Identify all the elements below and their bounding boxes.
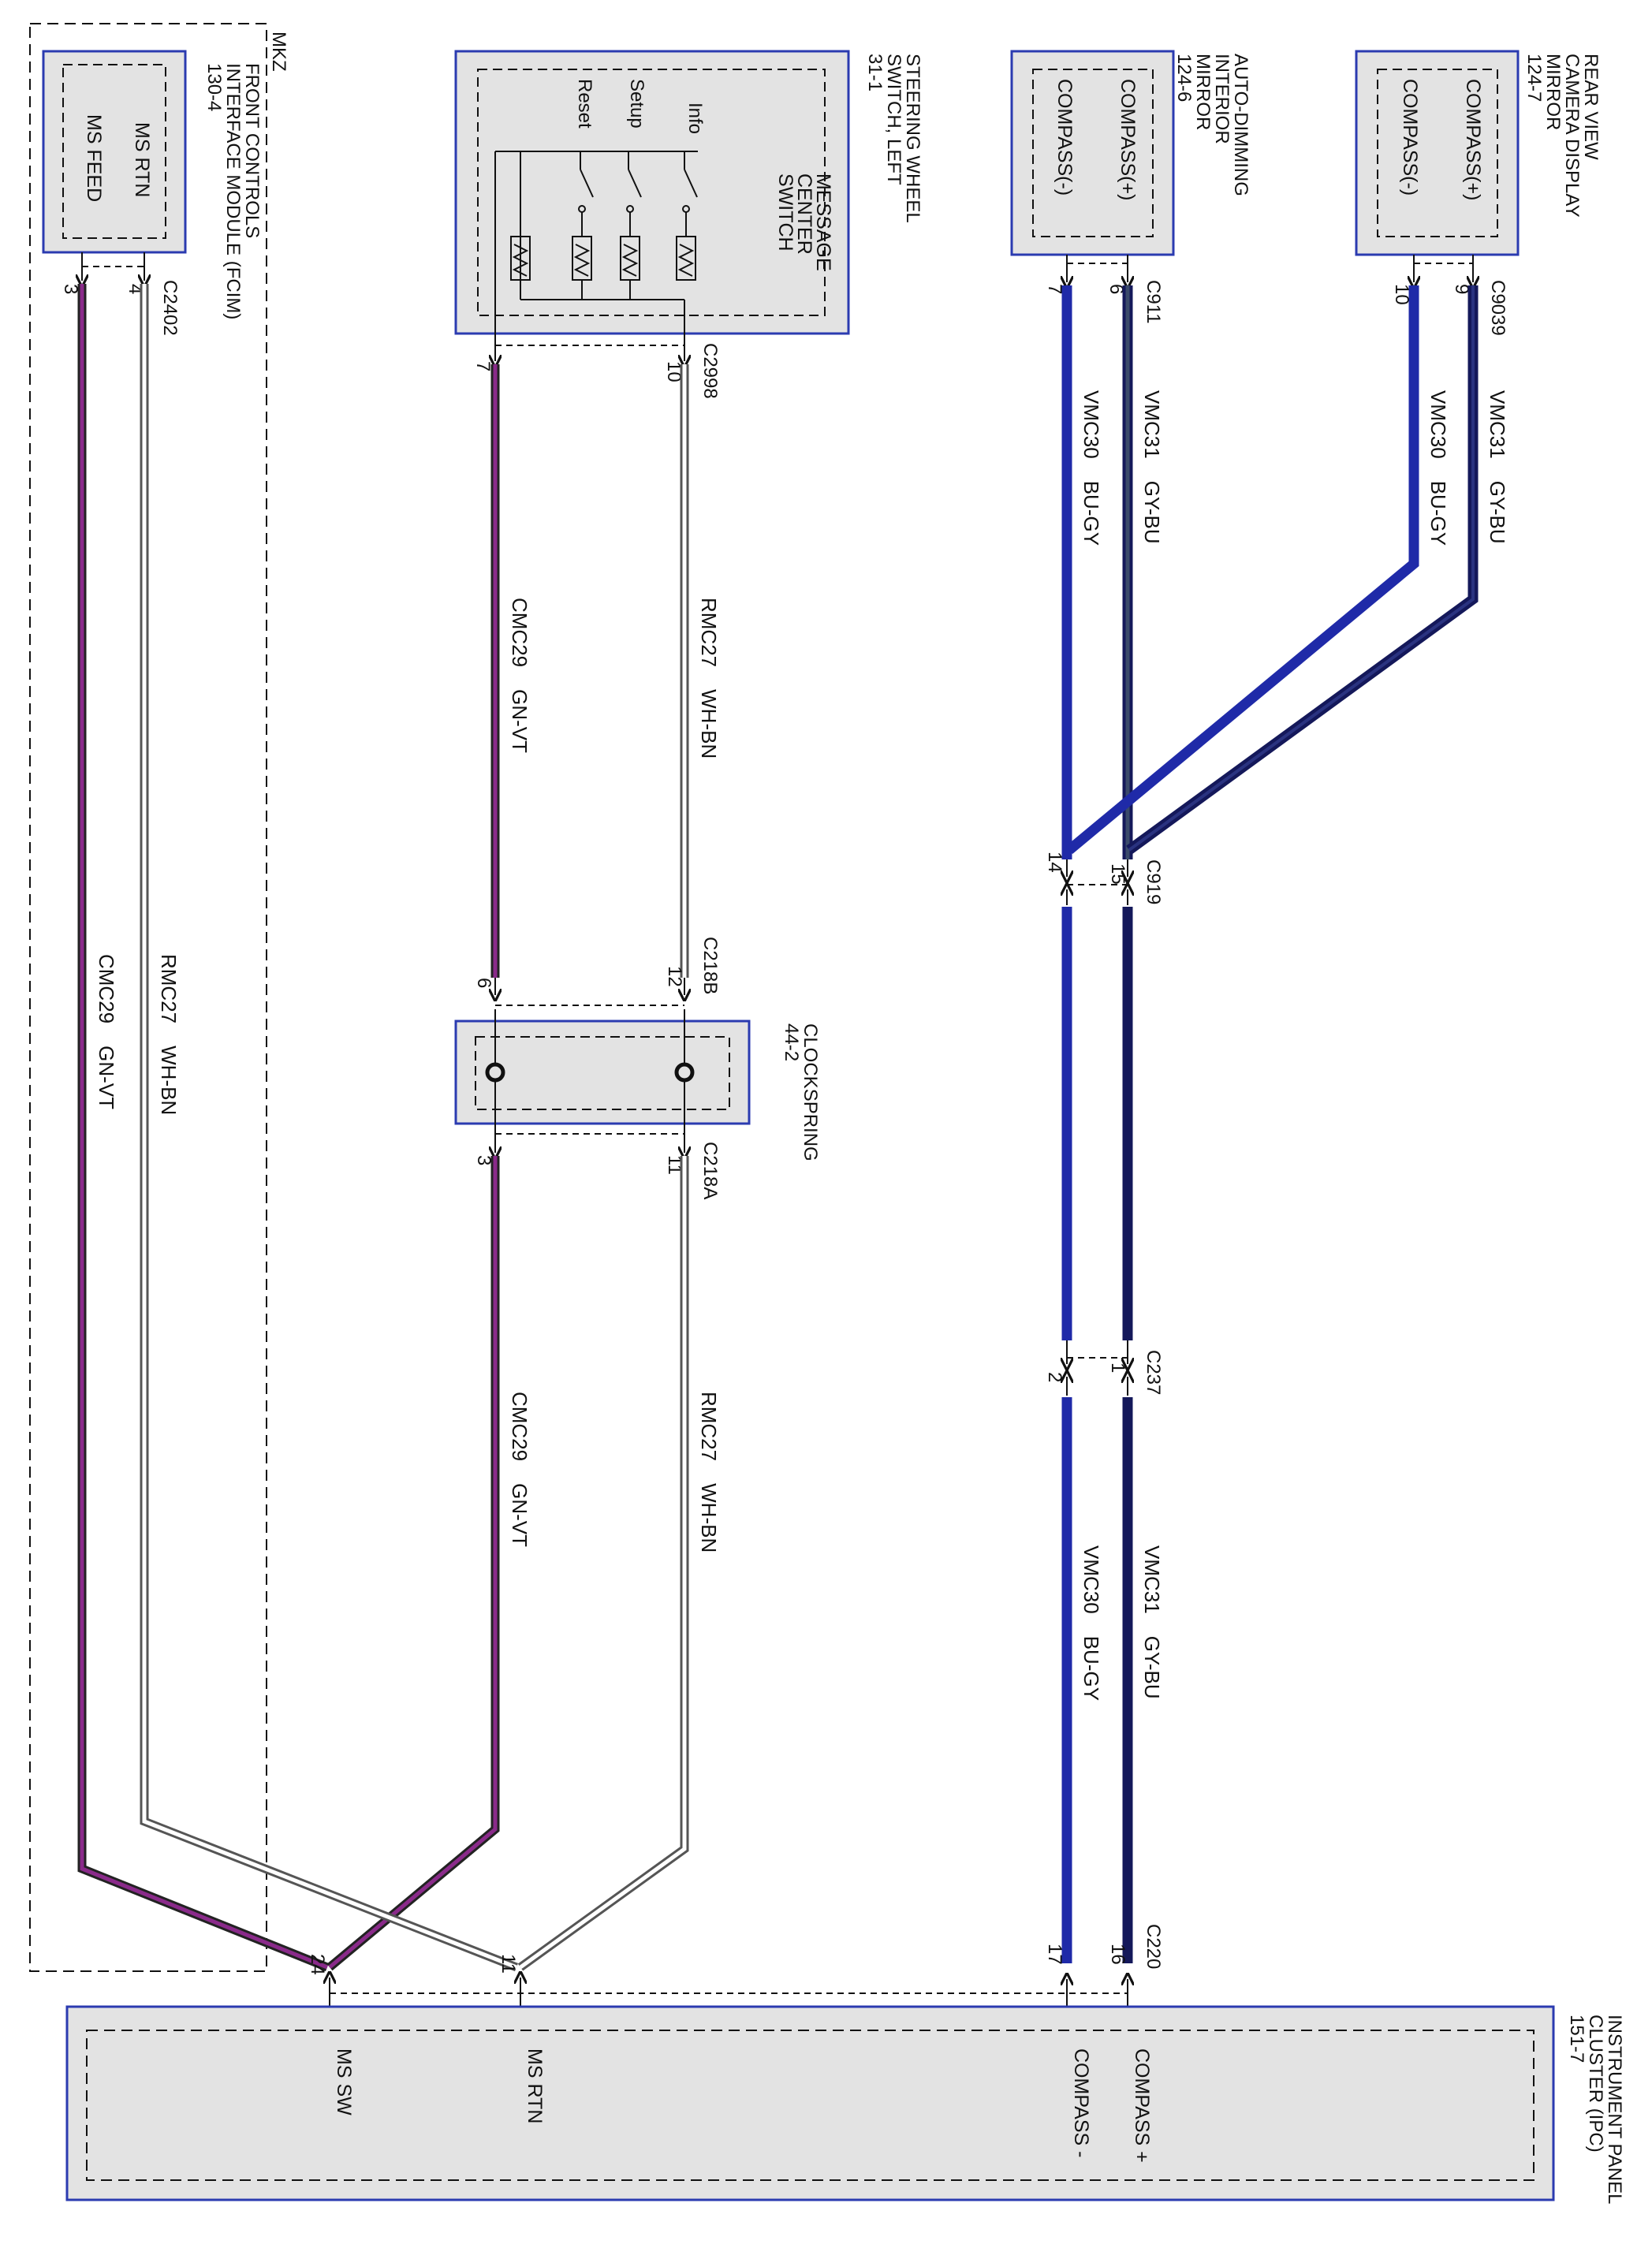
wire-rmc27-lower — [517, 1156, 689, 1971]
wire-label-vmc30-3: VMC30BU-GY — [1080, 1545, 1103, 1701]
fcim-connector: C2402 — [159, 280, 181, 336]
svg-text:INTERIOR: INTERIOR — [1211, 54, 1232, 144]
wire-label-vmc31-2: VMC31GY-BU — [1486, 390, 1509, 544]
svg-text:130-4: 130-4 — [203, 63, 225, 111]
mirror-pin-6: 6 — [1106, 284, 1127, 294]
svg-text:MESSAGE: MESSAGE — [812, 173, 834, 271]
svg-text:31-1: 31-1 — [864, 54, 886, 91]
mirror-pin-7: 7 — [1044, 284, 1065, 294]
steering-connector: C2998 — [699, 343, 721, 399]
c919-connector: C919 — [1143, 859, 1164, 904]
svg-text:SWITCH: SWITCH — [774, 173, 796, 252]
fcim-module: MS RTN MS FEED — [42, 50, 187, 254]
camera-title: REAR VIEW CAMERA DISPLAY MIRROR 124-7 — [1523, 54, 1602, 218]
svg-text:CAMERA DISPLAY: CAMERA DISPLAY — [1561, 54, 1583, 218]
c220-pin-16: 16 — [1107, 1944, 1128, 1965]
c218a-connector: C218A — [699, 1142, 721, 1199]
wire-label-rmc27-2: RMC27WH-BN — [697, 1392, 721, 1553]
ipc-pin-ms-rtn: MS RTN — [524, 2048, 546, 2123]
c237-pin-1: 1 — [1107, 1362, 1128, 1373]
camera-connector: C9039 — [1487, 280, 1508, 336]
c220-connector: C220 — [1143, 1924, 1164, 1969]
c237-pin-2: 2 — [1044, 1372, 1065, 1382]
svg-text:MIRROR: MIRROR — [1542, 54, 1564, 130]
svg-text:INTERFACE MODULE (FCIM): INTERFACE MODULE (FCIM) — [222, 63, 244, 319]
wire-cmc29-fcim — [77, 284, 330, 1972]
ipc-pin-11: 11 — [498, 1954, 519, 1974]
switch-button-reset: Reset — [574, 79, 595, 129]
switch-button-info: Info — [684, 103, 706, 134]
c237-connector: C237 — [1143, 1350, 1164, 1395]
ipc-title: INSTRUMENT PANEL CLUSTER (IPC) 151-7 — [1566, 2015, 1625, 2204]
c919-pin-15: 15 — [1107, 863, 1128, 885]
c220-pin-17: 17 — [1044, 1944, 1065, 1965]
svg-text:STEERING WHEEL: STEERING WHEEL — [902, 54, 923, 223]
auto-dimming-mirror: COMPASS(+) COMPASS(-) — [1010, 50, 1175, 256]
fcim-pin-ms-feed: MS FEED — [83, 114, 105, 202]
wire-vmc30-camera — [1065, 285, 1419, 854]
camera-pin-9: 9 — [1451, 284, 1472, 294]
c218b-connector: C218B — [699, 937, 721, 994]
rear-view-camera-mirror: COMPASS(+) COMPASS(-) — [1355, 50, 1520, 256]
wire-label-cmc29-3: CMC29GN-VT — [95, 954, 118, 1109]
wire-rmc27-fcim — [140, 284, 519, 1972]
wire-vmc31-camera — [1126, 285, 1479, 855]
svg-text:CLUSTER (IPC): CLUSTER (IPC) — [1585, 2015, 1606, 2153]
wire-label-vmc31-3: VMC31GY-BU — [1140, 1545, 1164, 1699]
steering-switch-title: STEERING WHEEL SWITCH, LEFT 31-1 — [864, 54, 923, 223]
mirror-connector: C911 — [1143, 280, 1164, 324]
svg-text:124-6: 124-6 — [1173, 54, 1195, 102]
svg-text:151-7: 151-7 — [1566, 2015, 1587, 2063]
ipc-pin-compass-plus: COMPASS + — [1131, 2048, 1153, 2163]
fcim-title: FRONT CONTROLS INTERFACE MODULE (FCIM) 1… — [203, 63, 263, 319]
svg-text:44-2: 44-2 — [781, 1023, 802, 1061]
mirror-pin-compass-minus: COMPASS(-) — [1053, 79, 1076, 196]
clockspring — [454, 1009, 751, 1135]
instrument-panel-cluster: COMPASS + COMPASS - MS RTN MS SW — [65, 2005, 1555, 2201]
svg-text:AUTO-DIMMING: AUTO-DIMMING — [1230, 54, 1251, 196]
ipc-pin-compass-minus: COMPASS - — [1070, 2048, 1092, 2157]
fcim-pin-ms-rtn: MS RTN — [131, 122, 153, 197]
svg-text:FRONT CONTROLS: FRONT CONTROLS — [241, 63, 263, 238]
message-center-switch-label: MESSAGE CENTER SWITCH — [774, 173, 834, 271]
c218b-pin-12: 12 — [664, 966, 685, 987]
steering-wheel-switch: Info Setup Reset MESSAGE CENTER SWITCH — [454, 50, 850, 339]
wire-cmc29-lower — [326, 1156, 500, 1971]
svg-text:REAR VIEW: REAR VIEW — [1580, 54, 1602, 160]
c218a-pin-3: 3 — [473, 1155, 494, 1165]
switch-button-setup: Setup — [626, 79, 647, 129]
mirror-pin-compass-plus: COMPASS(+) — [1117, 79, 1139, 200]
wire-label-rmc27-1: RMC27WH-BN — [697, 598, 721, 759]
c919-pin-14: 14 — [1044, 852, 1065, 873]
wire-label-cmc29-1: CMC29GN-VT — [508, 598, 531, 753]
svg-text:124-7: 124-7 — [1523, 54, 1545, 102]
svg-text:SWITCH, LEFT: SWITCH, LEFT — [883, 54, 904, 185]
svg-text:CENTER: CENTER — [793, 173, 815, 255]
ipc-pin-24: 24 — [307, 1954, 328, 1975]
camera-pin-compass-minus: COMPASS(-) — [1399, 79, 1421, 196]
wire-label-vmc31-1: VMC31GY-BU — [1140, 390, 1164, 544]
svg-text:MIRROR: MIRROR — [1192, 54, 1214, 130]
wire-label-vmc30-1: VMC30BU-GY — [1080, 390, 1103, 546]
camera-pin-compass-plus: COMPASS(+) — [1462, 79, 1484, 200]
ipc-pin-ms-sw: MS SW — [333, 2048, 355, 2115]
svg-text:INSTRUMENT PANEL: INSTRUMENT PANEL — [1604, 2015, 1625, 2204]
steering-pin-7: 7 — [472, 361, 494, 371]
wire-label-rmc27-3: RMC27WH-BN — [157, 954, 181, 1115]
mkz-label: MKZ — [268, 32, 289, 72]
clockspring-title: CLOCKSPRING 44-2 — [781, 1023, 821, 1161]
wire-label-cmc29-2: CMC29GN-VT — [508, 1392, 531, 1547]
svg-text:CLOCKSPRING: CLOCKSPRING — [800, 1023, 821, 1161]
mirror-title: AUTO-DIMMING INTERIOR MIRROR 124-6 — [1173, 54, 1251, 196]
wire-label-vmc30-2: VMC30BU-GY — [1426, 390, 1450, 546]
c218b-pin-6: 6 — [473, 978, 494, 988]
